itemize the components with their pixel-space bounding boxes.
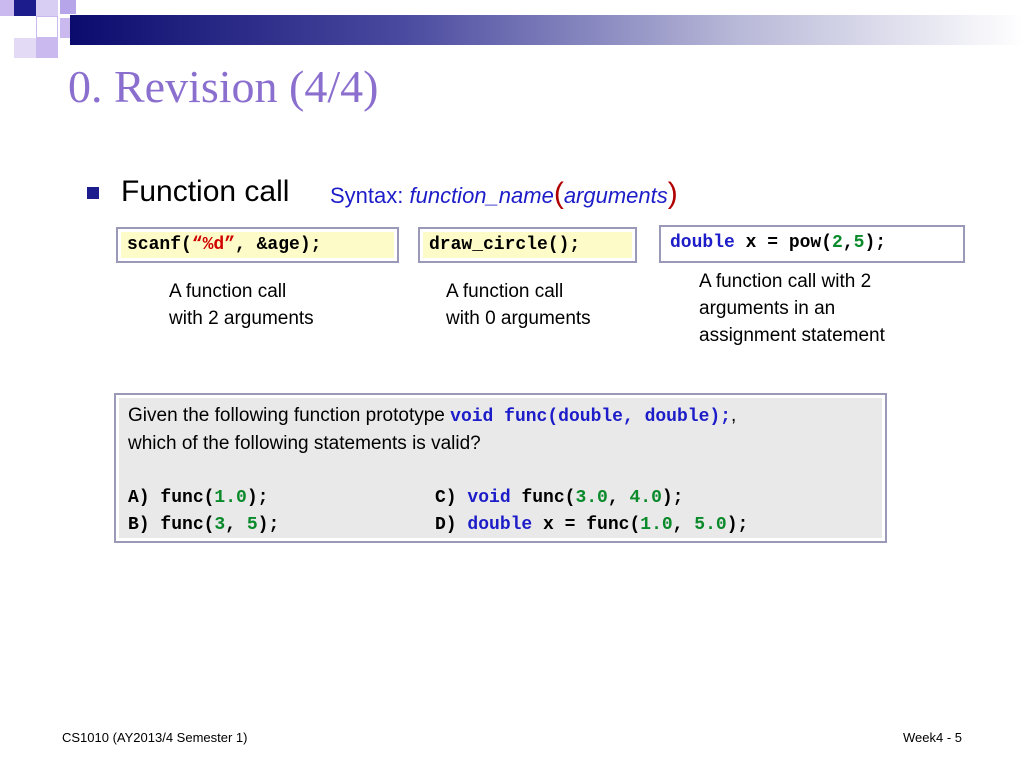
slide-title: 0. Revision (4/4) (68, 61, 379, 112)
code-text: func( (510, 488, 576, 508)
code-number: 3.0 (575, 488, 608, 508)
code-text: , (225, 515, 247, 535)
option-label: C) (435, 488, 457, 508)
syntax-function-name: function_name (409, 183, 554, 208)
caption-line: with 2 arguments (169, 308, 314, 329)
question-suffix: , (731, 405, 737, 426)
corner-square (0, 16, 14, 38)
caption-line: A function call (169, 281, 287, 302)
code-number: 5 (246, 515, 258, 535)
code-text: , (607, 488, 630, 508)
code-text: func( (149, 515, 215, 535)
corner-square (14, 16, 36, 38)
bullet-heading: Function call (121, 175, 290, 208)
corner-square (14, 0, 36, 16)
code-text: ); (726, 515, 749, 535)
code-keyword: void (467, 488, 511, 508)
question-line-2: which of the following statements is val… (128, 433, 481, 454)
code-number: 2 (832, 233, 843, 253)
code-number: 5 (853, 233, 865, 253)
caption-example-1: A function call with 2 arguments (169, 278, 314, 332)
corner-square (0, 0, 14, 16)
caption-line: with 0 arguments (446, 308, 591, 329)
code-text: ); (864, 233, 887, 253)
code-text: ); (257, 515, 280, 535)
question-prototype: void func(double, double); (450, 407, 731, 427)
footer-course: CS1010 (AY2013/4 Semester 1) (62, 730, 248, 745)
option-a: A) func(1.0); (128, 485, 268, 511)
corner-square (36, 0, 58, 16)
question-line-1: Given the following function prototype v… (128, 402, 736, 431)
code-number: 3 (214, 515, 226, 535)
caption-line: assignment statement (699, 325, 885, 346)
code-number: 5.0 (694, 515, 727, 535)
syntax-line: Syntax: function_name(arguments) (330, 175, 678, 215)
syntax-label: Syntax: (330, 183, 410, 208)
code-text: draw_circle(); (429, 235, 581, 255)
syntax-close-paren: ) (667, 177, 678, 210)
code-string: “%d” (191, 235, 236, 255)
code-text: ); (246, 488, 269, 508)
code-text: x = func( (532, 515, 641, 535)
option-b: B) func(3, 5); (128, 512, 279, 538)
caption-line: A function call with 2 (699, 271, 872, 292)
option-c: C) void func(3.0, 4.0); (435, 485, 683, 511)
code-number: 1.0 (640, 515, 673, 535)
code-text: x = pow( (734, 233, 833, 253)
header-gradient-bar (70, 15, 1024, 45)
option-d: D) double x = func(1.0, 5.0); (435, 512, 748, 538)
code-text: scanf( (127, 235, 192, 255)
code-text: , &age); (235, 235, 322, 255)
code-text: , (672, 515, 695, 535)
code-example-scanf: scanf(“%d”, &age); (116, 227, 399, 263)
option-label: A) (128, 488, 150, 508)
code-number: 1.0 (214, 488, 247, 508)
corner-square (60, 0, 76, 14)
code-text: func( (149, 488, 215, 508)
caption-line: arguments in an (699, 298, 836, 319)
code-keyword: double (670, 233, 735, 253)
question-box: Given the following function prototype v… (114, 393, 887, 543)
code-example-draw-circle: draw_circle(); (418, 227, 637, 263)
caption-example-3: A function call with 2 arguments in an a… (699, 268, 885, 349)
code-text: , (842, 233, 854, 253)
corner-square (14, 38, 36, 58)
corner-square (36, 38, 58, 58)
footer-page-number: Week4 - 5 (902, 730, 962, 745)
bullet-icon (87, 187, 99, 199)
code-text: ); (661, 488, 684, 508)
corner-square (36, 16, 58, 38)
code-example-pow: double x = pow(2,5); (659, 225, 965, 263)
option-label: B) (128, 515, 150, 535)
syntax-open-paren: ( (553, 177, 564, 210)
question-prefix: Given the following function prototype (128, 405, 451, 426)
code-number: 4.0 (629, 488, 662, 508)
option-label: D) (435, 515, 457, 535)
caption-line: A function call (446, 281, 564, 302)
code-keyword: double (467, 515, 533, 535)
caption-example-2: A function call with 0 arguments (446, 278, 591, 332)
syntax-arguments: arguments (563, 183, 668, 208)
